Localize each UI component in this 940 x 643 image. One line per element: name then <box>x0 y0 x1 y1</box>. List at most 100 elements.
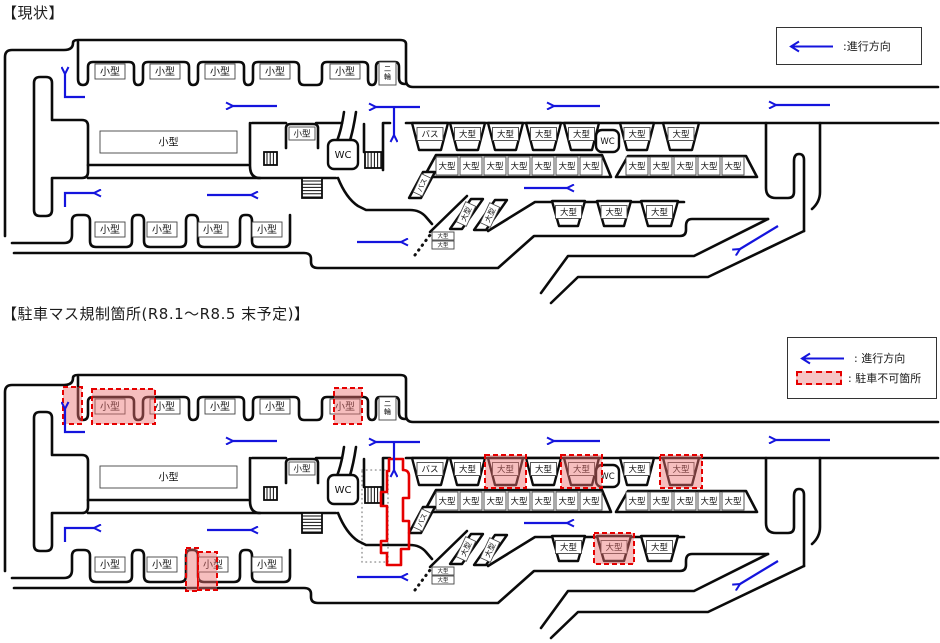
parking-space-small-label: 小型 <box>155 400 175 413</box>
parking-space-small-frame <box>94 556 126 573</box>
parking-space-small-label: 小型 <box>335 65 355 78</box>
wall <box>428 194 469 234</box>
parking-space-large: 大型 <box>625 491 649 511</box>
parking-space-small-label: 小型 <box>265 65 285 78</box>
parking-space-large-frame <box>625 491 649 511</box>
parking-space-large-frame <box>555 156 579 176</box>
parking-space-small-label: 小型 <box>210 65 230 78</box>
parking-space-large: 大型 <box>639 534 680 563</box>
parking-space-small-frame <box>146 556 178 573</box>
parking-space-large-label: 大型 <box>700 161 718 172</box>
parking-space-large-label: 大型 <box>676 161 694 172</box>
parking-space-small-frame <box>99 130 238 154</box>
parking-space-large-frame <box>646 205 673 219</box>
parking-space-large-frame <box>649 491 673 511</box>
parking-space-large: 大型 <box>697 156 721 176</box>
parking-space-small-frame <box>94 398 126 415</box>
no-parking-overlay <box>333 387 363 425</box>
parking-space-bus: バス <box>410 121 450 152</box>
parking-space-large: 大型 <box>697 491 721 511</box>
parking-space-large-frame <box>555 205 582 219</box>
parking-space-large: 大型 <box>483 491 507 511</box>
parking-space-large-frame <box>555 491 579 511</box>
parking-space-large: 大型 <box>435 156 459 176</box>
parking-space-large-rotated-label: 大型 <box>455 201 477 227</box>
toilet-wc: WC <box>594 128 621 154</box>
parking-space-large-frame <box>492 462 519 476</box>
toilet-wc: WC <box>326 138 360 171</box>
parking-space-large-frame <box>459 491 483 511</box>
parking-space-large-frame <box>479 202 501 228</box>
parking-space-large: 大型 <box>579 156 603 176</box>
parking-space-large: 大型 <box>550 199 587 228</box>
parking-space-large-frame <box>455 536 477 562</box>
no-parking-overlay <box>593 532 635 565</box>
parking-space-large-label: 大型 <box>535 464 553 475</box>
parking-space-large-label: 大型 <box>558 496 576 507</box>
parking-space-small: 小型 <box>99 130 238 154</box>
parking-space-large-label: 大型 <box>652 161 670 172</box>
wall <box>549 229 806 305</box>
parking-space-large: 大型 <box>459 491 483 511</box>
wall <box>428 529 469 569</box>
direction-arrow <box>740 560 779 584</box>
parking-space-large: 大型 <box>431 566 455 576</box>
parking-space-large-frame <box>455 201 477 227</box>
parking-space-large-frame <box>454 462 481 476</box>
parking-space-large: 大型 <box>448 121 487 152</box>
parking-space-moto-label: 二輪 <box>384 400 391 416</box>
parking-space-large: 大型 <box>618 121 656 152</box>
parking-space-small: 小型 <box>94 221 126 238</box>
diagram-restricted: 小型小型小型小型小型二輪小型小型WCWCバス大型大型大型大型大型大型大型大型大型… <box>3 373 940 640</box>
parking-space-small-label: 小型 <box>159 471 179 484</box>
parking-space-small-label: 小型 <box>100 558 120 571</box>
no-parking-swatch-icon <box>796 371 842 385</box>
pedestrian-crossing-dots <box>413 229 435 257</box>
parking-space-small: 小型 <box>149 63 181 80</box>
parking-space-large: 大型 <box>649 491 673 511</box>
parking-space-large: 大型 <box>661 121 701 152</box>
wall <box>248 121 262 180</box>
parking-space-large-frame <box>623 127 651 141</box>
parking-space-large-label: 大型 <box>534 161 552 172</box>
parking-space-small-frame <box>288 126 316 141</box>
parking-space-large: 大型 <box>531 491 555 511</box>
parking-space-large: 大型 <box>550 534 587 563</box>
direction-arrow <box>63 528 94 542</box>
parking-space-small-label: 小型 <box>159 136 179 149</box>
parking-space-large-frame <box>673 491 697 511</box>
parking-space-small-label: 小型 <box>100 223 120 236</box>
parking-space-small-frame <box>149 398 181 415</box>
parking-space-small-frame <box>259 63 291 80</box>
parking-space-large-label: 大型 <box>497 464 515 475</box>
parking-space-small: 小型 <box>146 221 178 238</box>
parking-space-large: 大型 <box>721 491 745 511</box>
parking-space-large-frame <box>646 540 673 554</box>
parking-space-large-frame <box>431 240 455 250</box>
toilet-label: WC <box>335 150 352 161</box>
wall <box>284 457 320 485</box>
wall <box>284 122 320 150</box>
closed-walkway-outline <box>379 457 411 567</box>
parking-space-large-frame <box>649 156 673 176</box>
stairs-frame <box>301 177 323 199</box>
wall <box>539 552 770 630</box>
parking-space-small-frame <box>251 556 283 573</box>
parking-space-large-frame <box>492 127 519 141</box>
parking-space-large-label: 大型 <box>628 496 646 507</box>
parking-space-large-label: 大型 <box>486 496 504 507</box>
parking-space-small: 小型 <box>146 556 178 573</box>
parking-space-bus-frame <box>412 508 432 532</box>
parking-space-large: 大型 <box>555 156 579 176</box>
parking-space-large: 大型 <box>531 156 555 176</box>
wall <box>614 154 759 179</box>
parking-space-large: 大型 <box>625 156 649 176</box>
parking-space-large: 大型 <box>595 534 633 563</box>
parking-space-large-frame <box>697 491 721 511</box>
parking-space-large: 大型 <box>579 491 603 511</box>
parking-space-large: 大型 <box>524 121 563 152</box>
parking-space-large-label: 大型 <box>628 464 646 475</box>
parking-space-large: 大型 <box>448 456 487 487</box>
diagram-current: 小型小型小型小型小型二輪小型小型WCWCバス大型大型大型大型大型大型大型大型大型… <box>3 38 940 305</box>
